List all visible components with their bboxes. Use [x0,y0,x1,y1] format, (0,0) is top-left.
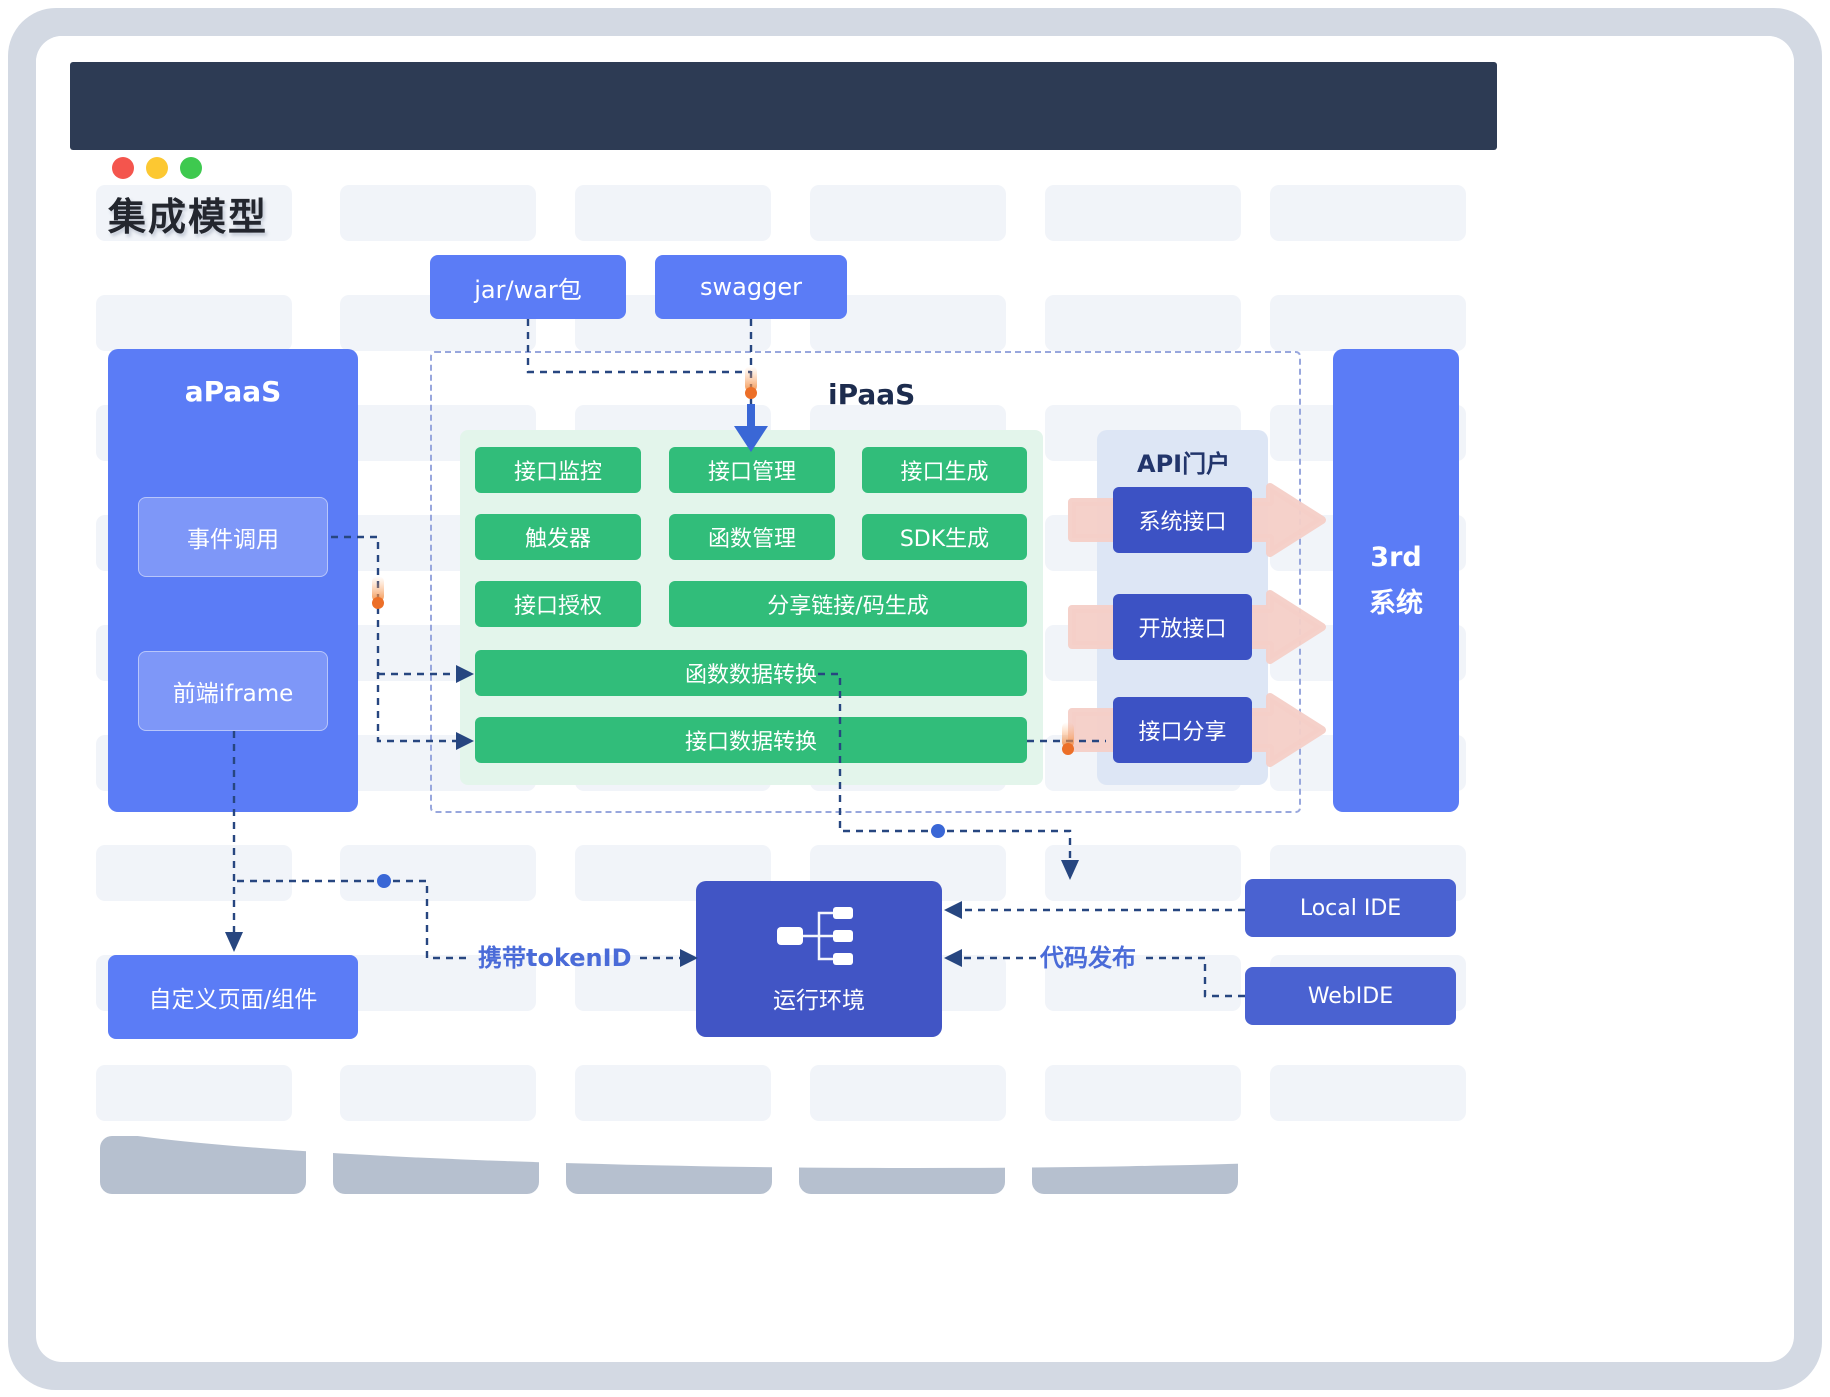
node-func-manage: 函数管理 [669,514,835,560]
node-system-api: 系统接口 [1113,487,1252,553]
node-share-link: 分享链接/码生成 [669,581,1027,627]
traffic-light-close-icon [112,157,134,179]
node-web-ide: WebIDE [1245,967,1456,1025]
runtime-label: 运行环境 [773,988,865,1014]
node-api-generate: 接口生成 [862,447,1027,493]
node-open-api: 开放接口 [1113,594,1252,660]
apaas-title: aPaaS [184,375,282,408]
node-trigger: 触发器 [475,514,641,560]
apaas-panel: aPaaS [108,349,358,812]
flow-label-token: 携带tokenID [478,944,632,972]
node-api-auth: 接口授权 [475,581,641,627]
apaas-item-frontend-iframe: 前端iframe [138,651,328,731]
node-api-data-transform: 接口数据转换 [475,717,1027,763]
traffic-light-minimize-icon [146,157,168,179]
traffic-light-maximize-icon [180,157,202,179]
node-func-data-transform: 函数数据转换 [475,650,1027,696]
api-portal-title: API门户 [1137,450,1231,478]
node-third-system: 3rd 系统 [1333,349,1459,812]
flow-label-publish: 代码发布 [1040,944,1136,972]
node-api-monitor: 接口监控 [475,447,641,493]
ipaas-title: iPaaS [828,378,916,411]
third-system-line2: 系统 [1369,587,1423,619]
page-title: 集成模型 [108,195,269,239]
browser-titlebar [70,62,1497,179]
node-runtime: 运行环境 [696,881,942,1037]
third-system-line1: 3rd [1370,541,1422,573]
node-api-manage: 接口管理 [669,447,835,493]
flowchart-icon [777,907,853,965]
node-local-ide: Local IDE [1245,879,1456,937]
node-sdk-generate: SDK生成 [862,514,1027,560]
node-api-share: 接口分享 [1113,697,1252,763]
node-custom-page-component: 自定义页面/组件 [108,955,358,1039]
node-swagger: swagger [655,255,847,319]
apaas-item-event-call: 事件调用 [138,497,328,577]
node-jar-war: jar/war包 [430,255,626,319]
